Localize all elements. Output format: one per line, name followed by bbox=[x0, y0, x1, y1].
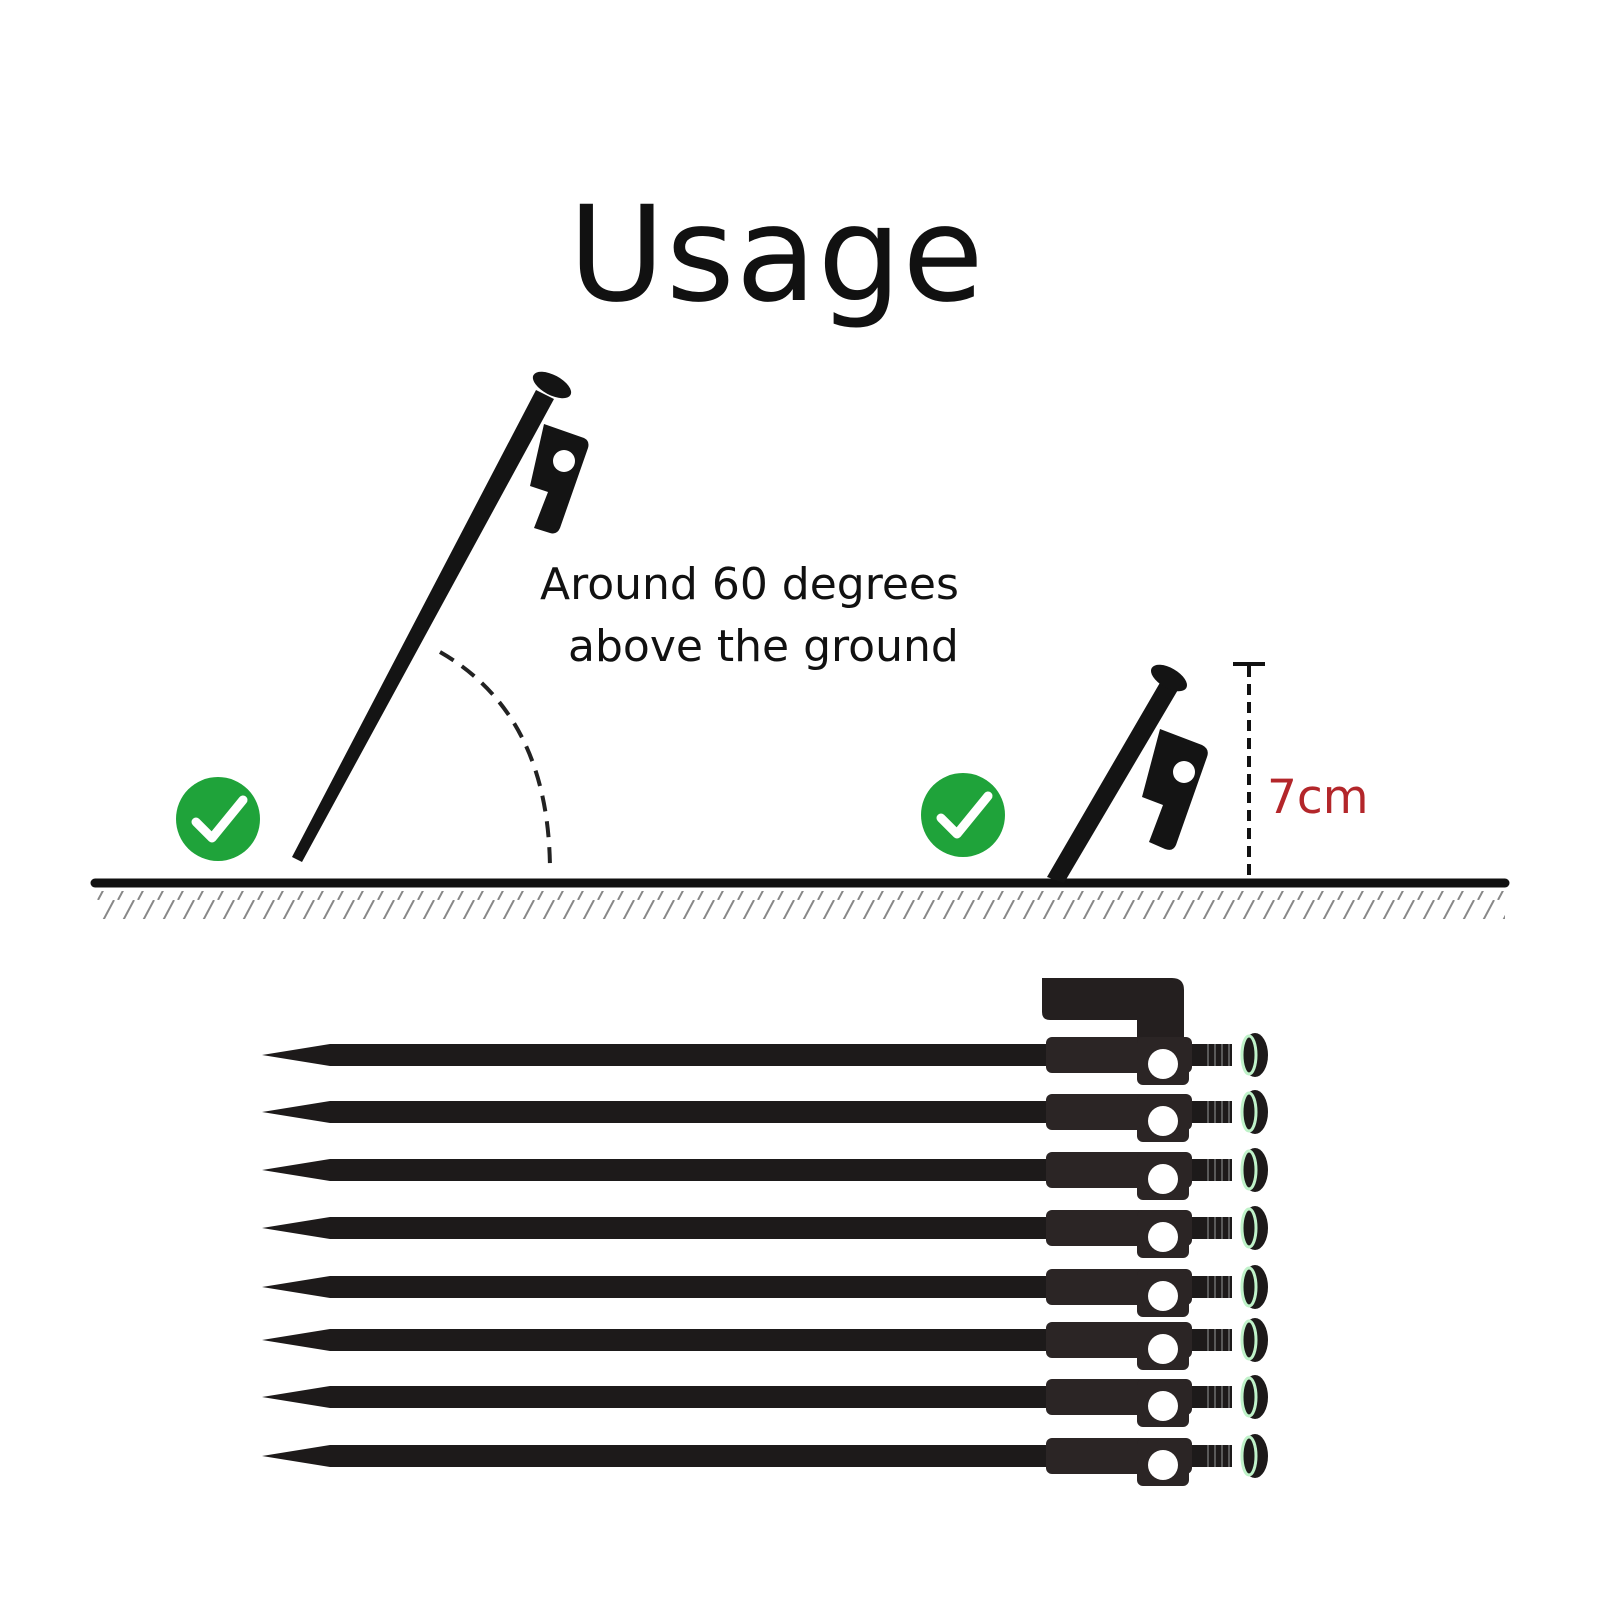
bundle-stake bbox=[262, 1434, 1268, 1486]
bundle-stake bbox=[262, 1375, 1268, 1427]
stake-hook bbox=[530, 424, 589, 534]
ground-hatching bbox=[95, 891, 1505, 919]
depth-label: 7cm bbox=[1267, 770, 1369, 825]
stake-hook bbox=[1142, 729, 1208, 850]
angle-note-line-1: Around 60 degrees bbox=[540, 559, 959, 610]
glow-head bbox=[1240, 1090, 1268, 1134]
glow-head bbox=[1240, 1434, 1268, 1478]
bundle-stake bbox=[262, 1033, 1268, 1085]
glow-head bbox=[1240, 1265, 1268, 1309]
glow-head bbox=[1240, 1148, 1268, 1192]
depth-indicator bbox=[1233, 662, 1265, 880]
bundle-stake bbox=[262, 1318, 1268, 1370]
angle-arc bbox=[439, 650, 552, 873]
bundle-stake bbox=[262, 1265, 1268, 1317]
bundle-stake bbox=[262, 1148, 1268, 1200]
stake-driven bbox=[1047, 664, 1208, 883]
ground bbox=[90, 878, 1510, 919]
stake-bundle bbox=[262, 978, 1268, 1486]
glow-head bbox=[1240, 1318, 1268, 1362]
stake-head bbox=[532, 371, 572, 399]
check-icon bbox=[176, 777, 260, 861]
page-title: Usage bbox=[568, 178, 985, 332]
glow-head bbox=[1240, 1375, 1268, 1419]
bundle-stake bbox=[262, 1206, 1268, 1258]
stake-angled bbox=[292, 371, 589, 862]
bundle-stake bbox=[262, 1090, 1268, 1142]
check-icon bbox=[921, 773, 1005, 857]
angle-note-line-2: above the ground bbox=[568, 621, 959, 672]
glow-head bbox=[1240, 1206, 1268, 1250]
glow-head bbox=[1240, 1033, 1268, 1077]
stake-head bbox=[1150, 664, 1188, 692]
angle-note: Around 60 degrees above the ground bbox=[500, 554, 1020, 678]
